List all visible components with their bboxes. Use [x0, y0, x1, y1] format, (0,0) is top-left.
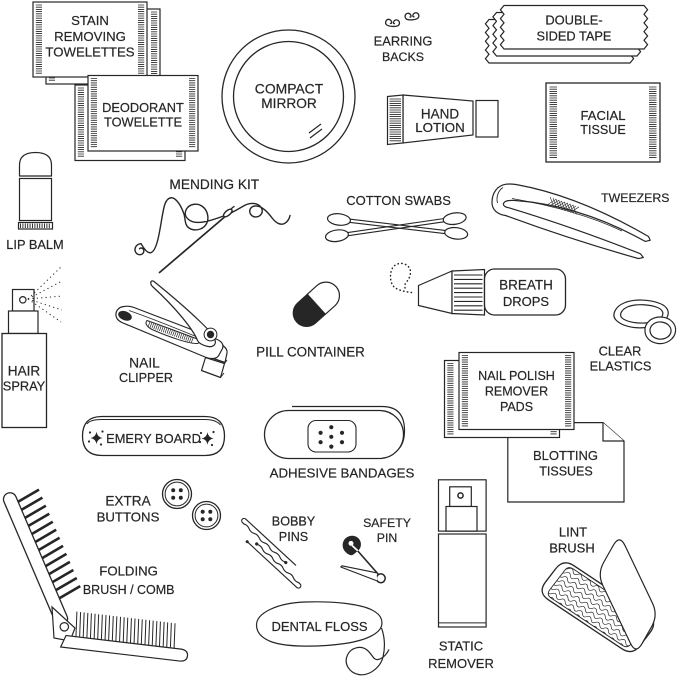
svg-text:SPRAY: SPRAY: [3, 379, 46, 394]
svg-text:EARRING: EARRING: [374, 34, 433, 49]
svg-text:DOUBLE-: DOUBLE-: [545, 13, 602, 28]
svg-text:LOTION: LOTION: [415, 120, 465, 135]
svg-text:FACIAL: FACIAL: [580, 108, 625, 123]
svg-text:BOBBY: BOBBY: [272, 515, 316, 529]
svg-text:ADHESIVE BANDAGES: ADHESIVE BANDAGES: [270, 465, 415, 480]
svg-text:STATIC: STATIC: [439, 639, 483, 654]
svg-text:TWEEZERS: TWEEZERS: [601, 191, 669, 205]
svg-text:CLIPPER: CLIPPER: [119, 371, 173, 385]
svg-text:MENDING KIT: MENDING KIT: [169, 177, 259, 192]
svg-text:HAND: HAND: [421, 107, 460, 122]
svg-text:DROPS: DROPS: [503, 294, 550, 309]
svg-text:REMOVER: REMOVER: [428, 656, 494, 671]
svg-text:SIDED TAPE: SIDED TAPE: [537, 29, 612, 44]
svg-text:TOWELETTES: TOWELETTES: [45, 45, 134, 60]
svg-text:BACKS: BACKS: [382, 50, 424, 64]
svg-text:DENTAL FLOSS: DENTAL FLOSS: [271, 619, 367, 634]
svg-text:TOWELETTE: TOWELETTE: [104, 115, 182, 130]
svg-text:NAIL: NAIL: [129, 356, 160, 371]
svg-text:CLEAR: CLEAR: [599, 344, 642, 359]
svg-text:MIRROR: MIRROR: [261, 96, 317, 111]
svg-text:COMPACT: COMPACT: [255, 81, 324, 97]
svg-text:PILL CONTAINER: PILL CONTAINER: [256, 344, 365, 359]
svg-text:LINT: LINT: [559, 524, 587, 539]
svg-text:REMOVER: REMOVER: [485, 385, 548, 399]
svg-text:BLOTTING: BLOTTING: [533, 448, 598, 463]
svg-text:STAIN: STAIN: [71, 13, 109, 28]
svg-text:BRUSH / COMB: BRUSH / COMB: [83, 583, 175, 597]
svg-text:NAIL POLISH: NAIL POLISH: [478, 369, 555, 383]
svg-text:EMERY BOARD: EMERY BOARD: [106, 431, 201, 446]
svg-text:DEODORANT: DEODORANT: [102, 100, 184, 115]
svg-text:EXTRA: EXTRA: [105, 493, 151, 508]
svg-text:HAIR: HAIR: [8, 363, 41, 378]
svg-text:LIP BALM: LIP BALM: [6, 237, 63, 252]
svg-text:PINS: PINS: [279, 530, 308, 544]
svg-text:BRUSH: BRUSH: [549, 540, 595, 555]
svg-text:PADS: PADS: [500, 400, 533, 414]
svg-text:REMOVING: REMOVING: [54, 29, 126, 44]
svg-text:SAFETY: SAFETY: [363, 516, 411, 530]
svg-text:BUTTONS: BUTTONS: [97, 509, 160, 524]
svg-text:BREATH: BREATH: [499, 277, 553, 292]
svg-text:PIN: PIN: [377, 531, 398, 545]
svg-text:TISSUES: TISSUES: [539, 465, 593, 479]
svg-text:TISSUE: TISSUE: [580, 123, 626, 137]
svg-text:FOLDING: FOLDING: [99, 563, 158, 578]
svg-text:ELASTICS: ELASTICS: [590, 359, 652, 374]
svg-text:COTTON SWABS: COTTON SWABS: [346, 193, 451, 208]
